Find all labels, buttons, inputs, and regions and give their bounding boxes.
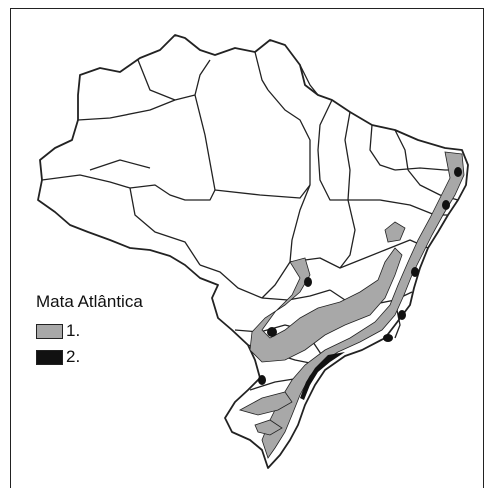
dense-spot-goias [304,277,312,287]
brazil-outline [37,34,469,469]
dense-strip-serra-do-mar [300,352,345,400]
dense-spot-pernambuco [454,167,462,177]
forest-remnant-areas [238,151,465,459]
map-frame [10,8,484,488]
remnant-south-patch [238,391,293,416]
legend-swatch-black [36,349,63,365]
dense-spot-santa-catarina [258,375,266,385]
remnant-rs-patch [254,419,283,436]
map-legend: Mata Atlântica 1. 2. [36,292,143,372]
forest-dense-areas [258,167,462,400]
dense-spot-rio-1 [398,310,406,320]
dense-spot-espirito-santo [411,267,419,277]
legend-item-2: 2. [36,346,143,368]
remnant-coastal-strip [261,151,465,459]
dense-spot-rio-2 [383,334,393,342]
legend-title: Mata Atlântica [36,292,143,311]
legend-swatch-grey [36,323,63,339]
dense-spot-bahia [442,200,450,210]
legend-label-2: 2. [66,347,81,366]
remnant-minas-patch [384,221,406,243]
state-borders [41,51,462,391]
legend-label-1: 1. [66,321,81,340]
legend-item-1: 1. [36,320,143,342]
remnant-interior-band [249,247,403,363]
dense-spot-mato-grosso-sul [267,327,277,337]
